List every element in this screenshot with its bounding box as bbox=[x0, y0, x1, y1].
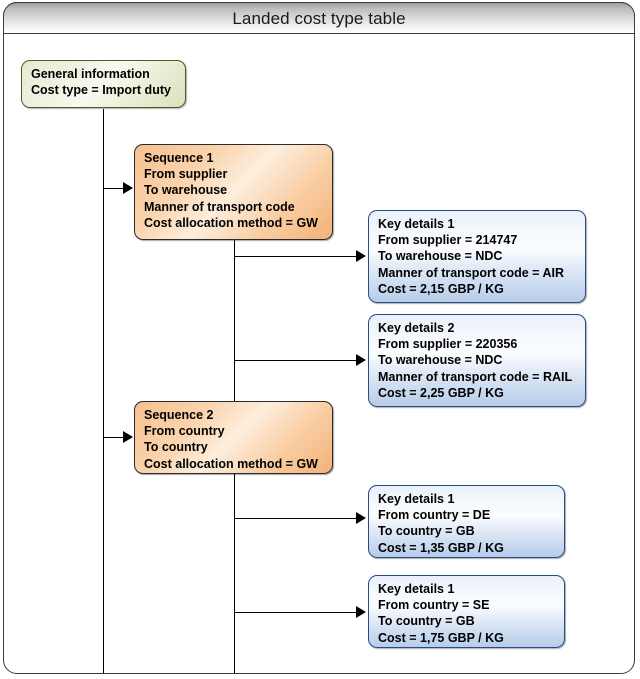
node-sequence-1-line-1: Sequence 1 bbox=[144, 151, 214, 165]
node-key-details-1-country-de-line-1: Key details 1 bbox=[378, 492, 455, 506]
node-sequence-1-line-2: From supplier bbox=[144, 167, 228, 182]
connector-general-to-sequence1 bbox=[103, 188, 126, 189]
node-key-details-1-country-se-line-1: Key details 1 bbox=[378, 582, 455, 596]
node-key-details-1-supplier-line-5: Cost = 2,15 GBP / KG bbox=[378, 281, 504, 296]
node-key-details-1-supplier-line-3: To warehouse = NDC bbox=[378, 249, 503, 264]
arrowhead-sequence2 bbox=[123, 431, 133, 443]
node-sequence-1[interactable]: Sequence 1 From supplier To warehouse Ma… bbox=[134, 144, 333, 240]
connector-sequence2-to-key4 bbox=[234, 612, 358, 613]
node-key-details-1-supplier[interactable]: Key details 1 From supplier = 214747 To … bbox=[368, 210, 586, 303]
diagram-title: Landed cost type table bbox=[3, 2, 635, 34]
node-key-details-2-supplier-line-2: From supplier = 220356 bbox=[378, 337, 518, 352]
node-sequence-1-line-5: Cost allocation method = GW bbox=[144, 215, 318, 230]
node-key-details-1-country-de-line-3: To country = GB bbox=[378, 524, 475, 539]
node-key-details-1-country-de-line-4: Cost = 1,35 GBP / KG bbox=[378, 540, 504, 555]
node-sequence-2-line-1: Sequence 2 bbox=[144, 408, 214, 422]
node-key-details-1-country-de[interactable]: Key details 1 From country = DE To count… bbox=[368, 485, 565, 558]
connector-trunk-general bbox=[103, 109, 104, 673]
connector-sequence1-to-key2 bbox=[234, 360, 358, 361]
node-key-details-1-country-se-line-2: From country = SE bbox=[378, 598, 490, 613]
node-key-details-2-supplier-line-1: Key details 2 bbox=[378, 321, 455, 335]
node-general-information[interactable]: General information Cost type = Import d… bbox=[21, 60, 186, 108]
node-key-details-1-country-se-line-3: To country = GB bbox=[378, 614, 475, 629]
arrowhead-key2 bbox=[356, 354, 366, 366]
node-key-details-2-supplier-line-5: Cost = 2,25 GBP / KG bbox=[378, 385, 504, 400]
node-key-details-1-supplier-line-1: Key details 1 bbox=[378, 217, 455, 231]
connector-general-to-sequence2 bbox=[103, 437, 126, 438]
node-sequence-2-line-4: Cost allocation method = GW bbox=[144, 456, 318, 471]
node-key-details-2-supplier[interactable]: Key details 2 From supplier = 220356 To … bbox=[368, 314, 586, 407]
node-sequence-1-line-4: Manner of transport code bbox=[144, 199, 295, 214]
node-sequence-2-line-3: To country bbox=[144, 440, 208, 455]
connector-sequence2-to-key3 bbox=[234, 518, 358, 519]
connector-sequence1-to-key1 bbox=[234, 256, 358, 257]
arrowhead-key3 bbox=[356, 512, 366, 524]
node-general-information-line-2: Cost type = Import duty bbox=[31, 83, 171, 98]
node-key-details-1-country-de-line-2: From country = DE bbox=[378, 508, 491, 523]
node-key-details-2-supplier-line-4: Manner of transport code = RAIL bbox=[378, 369, 573, 384]
arrowhead-sequence1 bbox=[123, 182, 133, 194]
arrowhead-key4 bbox=[356, 606, 366, 618]
node-key-details-2-supplier-line-3: To warehouse = NDC bbox=[378, 353, 503, 368]
node-key-details-1-country-se[interactable]: Key details 1 From country = SE To count… bbox=[368, 575, 565, 648]
node-general-information-line-1: General information bbox=[31, 67, 150, 81]
node-key-details-1-supplier-line-4: Manner of transport code = AIR bbox=[378, 265, 565, 280]
node-key-details-1-supplier-line-2: From supplier = 214747 bbox=[378, 233, 518, 248]
arrowhead-key1 bbox=[356, 250, 366, 262]
node-sequence-1-line-3: To warehouse bbox=[144, 183, 228, 198]
node-sequence-2[interactable]: Sequence 2 From country To country Cost … bbox=[134, 401, 333, 474]
node-sequence-2-line-2: From country bbox=[144, 424, 225, 439]
node-key-details-1-country-se-line-4: Cost = 1,75 GBP / KG bbox=[378, 630, 504, 645]
